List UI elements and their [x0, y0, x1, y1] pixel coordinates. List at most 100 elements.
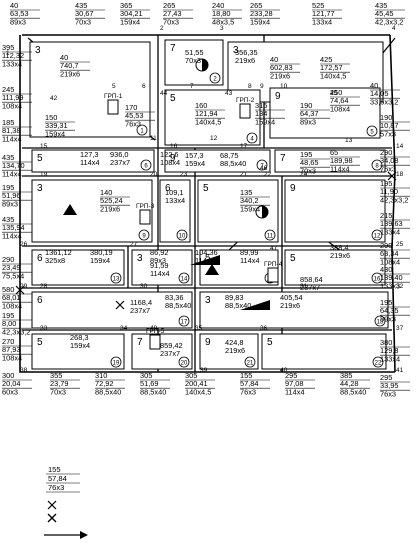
pipe-segment	[19, 35, 395, 373]
pipe-label-line: 268,3	[70, 333, 89, 342]
pipe-label-line: 89x3	[300, 117, 316, 126]
block-floors: 7	[280, 153, 286, 164]
pipe-label-line: 295	[380, 373, 392, 382]
pipe-label-line: 89x3	[10, 17, 26, 26]
pipe-label-line: 122,6	[160, 150, 179, 159]
triangle-icon	[205, 264, 219, 275]
block-number-circle	[178, 356, 190, 368]
pipe-label-line: 10,87	[380, 121, 399, 130]
shutoff-cross-icon	[15, 285, 25, 295]
pipe-label-line: 89,83	[225, 293, 244, 302]
triangle-icon	[63, 204, 77, 215]
pipe-label-line: 44,28	[340, 379, 359, 388]
node-number: 37	[396, 325, 404, 332]
pipe-label-line: 195	[380, 298, 392, 307]
block	[164, 39, 224, 86]
pipe-label-line: 129,8	[380, 346, 399, 355]
block-floors: 5	[267, 337, 273, 348]
pipe-label-line: 159x4	[90, 256, 110, 265]
block	[31, 249, 125, 286]
pipe-label-line: 88,5x40	[165, 301, 191, 310]
node-number: 47	[270, 245, 278, 252]
pipe-label-line: 114x4	[2, 134, 22, 143]
block-number: 14	[181, 277, 188, 283]
pipe-label-line: 88,5x40	[340, 387, 366, 396]
pipe-label-line: 160	[195, 101, 207, 110]
pipe-label-line: 89x3	[380, 314, 396, 323]
pipe-label-line: 63,53	[10, 9, 29, 18]
pipe-label-line: 602,83	[270, 63, 293, 72]
block	[31, 291, 193, 329]
pipe-label-line: 74,64	[330, 96, 349, 105]
pipe-label-line: 76x3	[240, 387, 256, 396]
block-floors: 5	[205, 253, 211, 264]
pipe-label-line: 525,24	[100, 196, 123, 205]
node-number: 2	[160, 25, 164, 32]
pipe-label-line: 159x4	[45, 129, 65, 138]
pipe-label-line: 68,75	[220, 151, 239, 160]
block-number: 7	[260, 164, 264, 170]
pipe-label-line: 740,7	[60, 61, 79, 70]
pipe-label-line: 430	[380, 265, 392, 274]
block-number-circle	[371, 272, 383, 284]
pipe-label-line: 159x4	[250, 17, 270, 26]
pipe-label-line: 89,99	[240, 248, 259, 257]
pipe-label-line: 114x4	[330, 164, 350, 173]
node-number: 27	[130, 241, 138, 248]
block-number-circle	[138, 229, 150, 241]
block-floors: 5	[37, 337, 43, 348]
pipe-label-line: 195	[300, 150, 312, 159]
block-number: 6	[144, 164, 148, 170]
pipe-label-line: 109,1	[165, 188, 184, 197]
pipe-label-line: 70x3	[163, 17, 179, 26]
shutoff-cross-icon	[115, 300, 125, 310]
block-floors: 5	[203, 183, 209, 194]
pipe-label-line: 380,19	[90, 248, 113, 257]
shutoff-cross-icon	[47, 500, 57, 510]
node-number: 23	[180, 171, 188, 178]
pipe-label-line: 219x6	[235, 56, 255, 65]
pipe-label-line: 250	[330, 88, 342, 97]
node-number: 41	[396, 367, 404, 374]
pipe-label-line: 57x3	[380, 129, 396, 138]
pipe-label-line: 57,84	[240, 379, 259, 388]
block-floors: 9	[275, 91, 281, 102]
block	[199, 291, 389, 329]
node-number: 24	[300, 171, 308, 178]
pipe-label-line: 295	[285, 371, 297, 380]
pipe-label-line: 435	[375, 1, 387, 10]
node-number: 12	[210, 135, 218, 142]
pipe-label-line: 114x4	[2, 231, 22, 240]
pipe-label-line: 858,64	[300, 275, 323, 284]
node-number: 5	[112, 83, 116, 90]
pipe-label-line: 68,01	[2, 293, 21, 302]
block	[274, 149, 386, 173]
pipe-label-line: 245	[2, 85, 14, 94]
grp-box-icon	[107, 99, 119, 115]
pipe-label-line: 48,65	[300, 158, 319, 167]
node-number: 32	[396, 283, 404, 290]
pipe-label-line: 91,59	[150, 261, 169, 270]
grp-box-icon	[149, 334, 161, 350]
pipe-label-line: 18,80	[212, 9, 231, 18]
pipe-label-line: 112,32	[2, 51, 24, 60]
pipe-label-line: 30,67	[75, 9, 94, 18]
pipe-label-line: 70x3	[185, 56, 201, 65]
block-floors: 5	[37, 153, 43, 164]
block	[31, 149, 155, 173]
pipe-label-line: 114x4	[80, 158, 100, 167]
node-number: 43	[225, 90, 233, 97]
pipe-label-line: 340,2	[240, 196, 259, 205]
node-number: 7	[190, 83, 194, 90]
pipe-label-line: 64,37	[300, 109, 319, 118]
pipe-label-line: 33,95	[380, 381, 399, 390]
pipe-label-line: 88,5x40	[220, 159, 246, 168]
pipe-label-line: 315	[255, 101, 267, 110]
grp-box-icon	[139, 209, 151, 225]
pipe-label-line: 14,05	[370, 89, 389, 98]
pipe-label-line: 133x3	[380, 281, 400, 290]
node-number: 3	[220, 25, 224, 32]
block-number-circle	[140, 159, 152, 171]
pipe-label-line: 305	[185, 371, 197, 380]
